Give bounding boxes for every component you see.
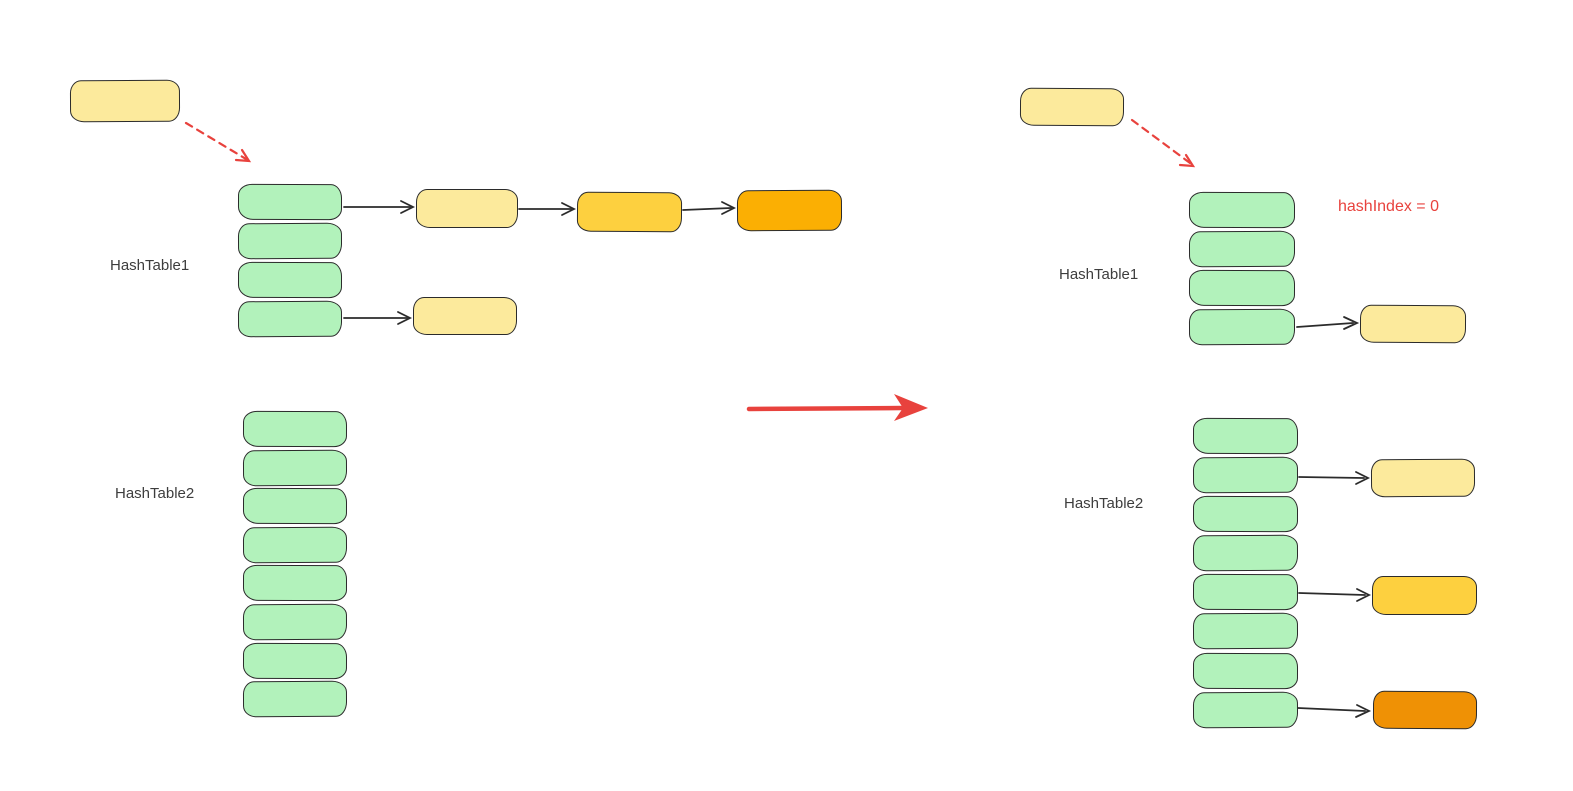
hashtable2-label-before: HashTable2: [115, 485, 195, 502]
entry-node-before: [69, 79, 181, 123]
entry-node-after: [1019, 87, 1125, 127]
bucket: [1192, 652, 1299, 689]
bucket: [242, 526, 348, 564]
hash-index-annotation: hashIndex = 0: [1338, 198, 1439, 215]
hashtable2-buckets-before: [242, 410, 348, 718]
bucket: [1192, 456, 1299, 494]
rehash-arrow: [746, 394, 928, 421]
chain-node: [1359, 304, 1467, 344]
hashtable2-buckets-after: [1192, 417, 1299, 728]
hashtable1-label-after: HashTable1: [1059, 266, 1139, 283]
bucket: [242, 565, 348, 602]
chain-node: [1372, 576, 1477, 615]
chain-arrow: [1296, 316, 1360, 330]
bucket: [1192, 495, 1299, 533]
bucket: [1192, 691, 1299, 728]
bucket: [1192, 417, 1299, 455]
chain-arrow: [518, 202, 577, 216]
bucket: [1188, 230, 1296, 268]
chain-node: [416, 189, 518, 228]
bucket: [242, 410, 348, 448]
hashtable1-buckets-before: [237, 183, 343, 338]
bucket: [1188, 308, 1296, 346]
hash-dashed-arrow: [184, 121, 252, 163]
chain-node: [1370, 458, 1476, 498]
bucket: [237, 222, 343, 260]
hashtable2-label-after: HashTable2: [1064, 495, 1144, 512]
chain-arrow: [1297, 704, 1372, 718]
bucket: [237, 261, 343, 299]
bucket: [242, 449, 348, 486]
chain-arrow: [343, 311, 413, 325]
hashtable1-label-before: HashTable1: [110, 257, 190, 274]
bucket: [237, 300, 343, 338]
chain-arrow: [1298, 588, 1372, 602]
chain-arrow: [343, 200, 416, 214]
bucket: [1192, 613, 1299, 650]
chain-node: [576, 191, 683, 233]
bucket: [1188, 269, 1296, 307]
bucket: [242, 680, 348, 718]
hash-dashed-arrow: [1130, 118, 1196, 168]
bucket: [242, 603, 348, 641]
chain-arrow: [1298, 471, 1371, 485]
hashtable1-buckets-after: [1188, 191, 1296, 346]
bucket: [237, 183, 343, 221]
chain-node: [736, 189, 843, 232]
bucket: [242, 642, 348, 679]
bucket: [1188, 191, 1296, 229]
bucket: [242, 487, 348, 525]
bucket: [1192, 574, 1299, 611]
bucket: [1192, 535, 1299, 572]
chain-node: [413, 297, 517, 335]
chain-arrow: [682, 201, 737, 215]
chain-node: [1372, 690, 1478, 730]
